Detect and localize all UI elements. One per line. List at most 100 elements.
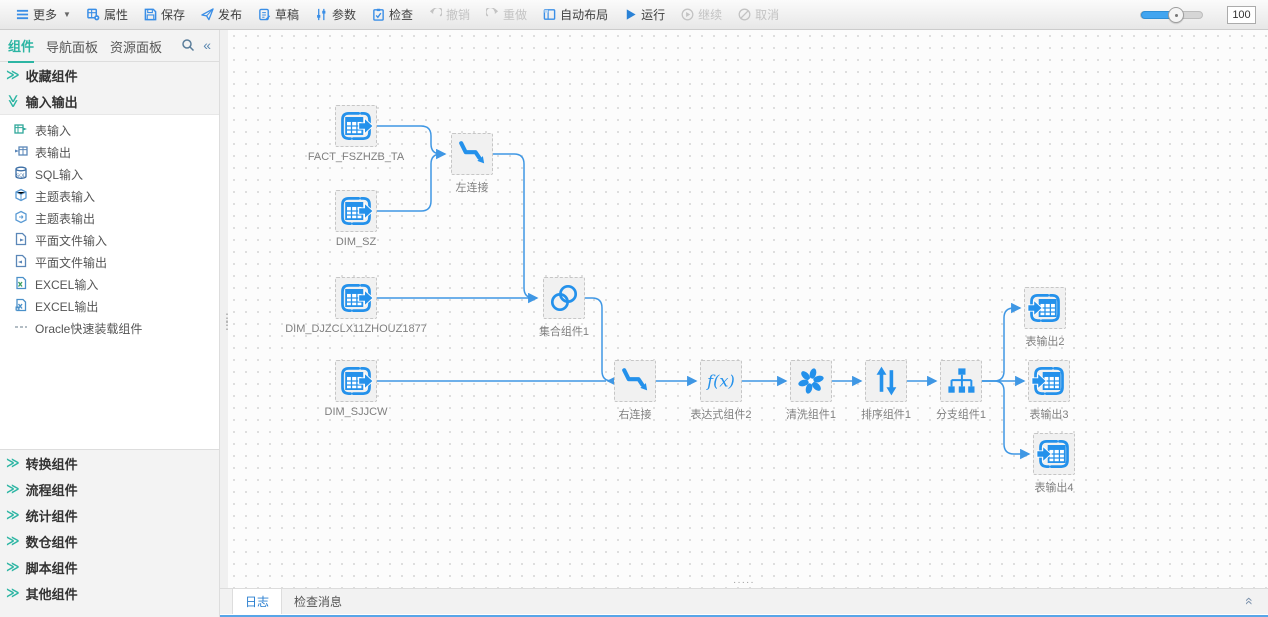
component-flat-file-output[interactable]: 平面文件输出 <box>0 251 219 273</box>
continue-label: 继续 <box>698 8 723 22</box>
component-label: 主题表输入 <box>35 189 96 204</box>
node-right-join[interactable] <box>614 360 656 402</box>
node-label: DIM_DJZCLX11ZHOUZ1877 <box>285 323 427 335</box>
node-left-join[interactable] <box>451 133 493 175</box>
section-label: 转换组件 <box>25 456 78 472</box>
collapse-sidebar-icon[interactable]: « <box>203 37 211 53</box>
tab-check-messages[interactable]: 检查消息 <box>282 589 354 614</box>
continue-button[interactable]: 继续 <box>673 0 730 30</box>
draft-icon <box>258 8 271 21</box>
zoom-slider[interactable] <box>1140 7 1203 23</box>
chevron-down-icon: ≫ <box>5 94 21 108</box>
flow-canvas[interactable]: FACT_FSZHZB_TA DIM_SZ 左连接 DIM_DJZCLX11ZH… <box>228 30 1268 588</box>
component-table-output[interactable]: 表输出 <box>0 141 219 163</box>
cancel-button[interactable]: 取消 <box>730 0 787 30</box>
parameters-icon <box>315 8 328 21</box>
section-input-output[interactable]: ≫ 输入输出 <box>0 88 219 114</box>
node-table-output-3[interactable] <box>1028 360 1070 402</box>
redo-icon <box>486 8 499 21</box>
section-transform-components[interactable]: ≫ 转换组件 <box>0 450 219 476</box>
component-label: 平面文件输入 <box>35 233 108 248</box>
sql-input-icon: SQL <box>14 166 28 183</box>
node-label: 集合组件1 <box>538 326 590 338</box>
search-icon[interactable] <box>181 38 195 52</box>
node-branch-component-1[interactable] <box>940 360 982 402</box>
run-button[interactable]: 运行 <box>616 0 673 30</box>
section-label: 脚本组件 <box>25 560 78 576</box>
tab-log-label: 日志 <box>245 595 270 609</box>
section-label: 统计组件 <box>25 508 78 524</box>
table-input-icon <box>14 122 28 139</box>
auto-layout-icon <box>543 8 556 21</box>
sidebar-resize-strip[interactable]: ⋮⋮ <box>220 30 233 617</box>
component-flat-file-input[interactable]: 平面文件输入 <box>0 229 219 251</box>
node-sort-component-1[interactable] <box>865 360 907 402</box>
sidebar-tabs: 组件 导航面板 资源面板 « <box>0 29 219 63</box>
chevron-right-icon: ≫ <box>6 533 20 548</box>
node-expression-component-2[interactable] <box>700 360 742 402</box>
tab-resource-panel[interactable]: 资源面板 <box>110 39 163 55</box>
flat-file-output-icon <box>14 254 28 271</box>
zoom-value-input[interactable] <box>1227 6 1256 24</box>
node-dim-sz[interactable] <box>335 190 377 232</box>
chevron-right-icon: ≫ <box>6 481 20 496</box>
chevron-right-icon: ≫ <box>6 585 20 600</box>
component-oracle-loader[interactable]: Oracle快速装载组件 <box>0 317 219 339</box>
node-table-output-2[interactable] <box>1024 287 1066 329</box>
edge-layer <box>377 125 1031 460</box>
chevron-right-icon: ≫ <box>6 67 20 82</box>
zoom-slider-handle[interactable] <box>1168 7 1184 23</box>
component-label: 平面文件输出 <box>35 255 108 270</box>
expand-panel-icon[interactable]: « <box>1242 597 1259 605</box>
node-set-component-1[interactable] <box>543 277 585 319</box>
component-table-input[interactable]: 表输入 <box>0 119 219 141</box>
component-sql-input[interactable]: SQL SQL输入 <box>0 163 219 185</box>
run-label: 运行 <box>641 8 666 22</box>
component-excel-input[interactable]: EXCEL输入 <box>0 273 219 295</box>
more-button[interactable]: 更多 ▼ <box>8 0 79 30</box>
save-button[interactable]: 保存 <box>136 0 193 30</box>
publish-icon <box>201 8 214 21</box>
properties-button[interactable]: 属性 <box>79 0 136 30</box>
undo-button[interactable]: 撤销 <box>421 0 478 30</box>
toolbar: 更多 ▼ 属性 保存 发布 草稿 参数 检查 <box>0 0 1268 30</box>
node-clean-component-1[interactable] <box>790 360 832 402</box>
component-label: EXCEL输入 <box>35 277 99 292</box>
section-label: 数仓组件 <box>25 534 78 550</box>
node-dim-djzclx11zhouz1877[interactable] <box>335 277 377 319</box>
chevron-right-icon: ≫ <box>6 455 20 470</box>
panel-resize-handle[interactable]: ····· <box>733 577 755 588</box>
section-flow-components[interactable]: ≫ 流程组件 <box>0 476 219 502</box>
more-label: 更多 <box>33 8 58 22</box>
undo-label: 撤销 <box>446 8 471 22</box>
node-label: 表达式组件2 <box>690 409 752 421</box>
component-excel-output[interactable]: x EXCEL输出 <box>0 295 219 317</box>
node-fact-fszhzb-ta[interactable] <box>335 105 377 147</box>
cancel-label: 取消 <box>755 8 780 22</box>
draft-button[interactable]: 草稿 <box>250 0 307 30</box>
table-output-icon <box>14 144 28 161</box>
section-warehouse-components[interactable]: ≫ 数仓组件 <box>0 528 219 554</box>
excel-output-icon: x <box>14 298 28 315</box>
section-script-components[interactable]: ≫ 脚本组件 <box>0 554 219 580</box>
section-favorite-components[interactable]: ≫ 收藏组件 <box>0 62 219 88</box>
section-statistics-components[interactable]: ≫ 统计组件 <box>0 502 219 528</box>
parameters-button[interactable]: 参数 <box>307 0 364 30</box>
node-dim-sjjcw[interactable] <box>335 360 377 402</box>
save-icon <box>144 8 157 21</box>
save-label: 保存 <box>160 8 185 22</box>
tab-navigation-panel[interactable]: 导航面板 <box>46 39 99 55</box>
tab-components[interactable]: 组件 <box>8 29 35 63</box>
auto-layout-button[interactable]: 自动布局 <box>535 0 616 30</box>
tab-check-messages-label: 检查消息 <box>294 595 343 609</box>
tab-log[interactable]: 日志 <box>232 589 283 614</box>
bottom-accent-strip <box>220 614 1268 617</box>
inspect-button[interactable]: 检查 <box>364 0 421 30</box>
redo-button[interactable]: 重做 <box>478 0 535 30</box>
node-table-output-4[interactable] <box>1033 433 1075 475</box>
component-subject-table-input[interactable]: 主题表输入 <box>0 185 219 207</box>
component-subject-table-output[interactable]: 主题表输出 <box>0 207 219 229</box>
section-other-components[interactable]: ≫ 其他组件 <box>0 580 219 606</box>
bottom-panel: 日志 检查消息 « <box>220 588 1268 617</box>
publish-button[interactable]: 发布 <box>193 0 250 30</box>
